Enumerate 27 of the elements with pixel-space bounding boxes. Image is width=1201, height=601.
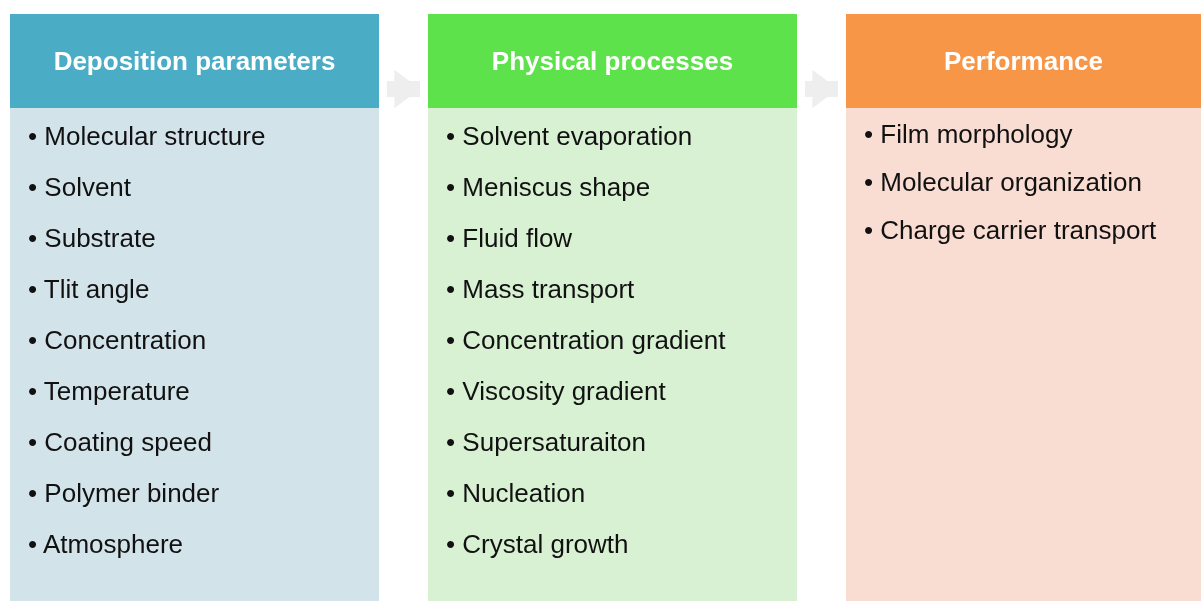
list-item: • Molecular structure bbox=[28, 119, 267, 153]
list-panel bbox=[10, 108, 379, 601]
list-panel bbox=[846, 108, 1201, 601]
list-item: • Nucleation bbox=[446, 476, 587, 510]
list-item: • Temperature bbox=[28, 374, 191, 408]
list-item: • Coating speed bbox=[28, 425, 213, 459]
list-item: • Mass transport bbox=[446, 272, 636, 306]
list-item: • Charge carrier transport bbox=[864, 214, 1158, 247]
list-item: • Viscosity gradient bbox=[446, 374, 667, 408]
list-item: • Fluid flow bbox=[446, 221, 574, 255]
header-box: Deposition parameters bbox=[10, 14, 379, 108]
list-item: • Polymer binder bbox=[28, 476, 221, 510]
list-item: • Atmosphere bbox=[28, 527, 185, 561]
list-item: • Molecular organization bbox=[864, 166, 1143, 199]
list-item: • Supersaturaiton bbox=[446, 425, 647, 459]
list-item: • Substrate bbox=[28, 221, 157, 255]
list-panel bbox=[428, 108, 797, 601]
header-box: Physical processes bbox=[428, 14, 797, 108]
list-item: • Film morphology bbox=[864, 118, 1074, 151]
list-item: • Solvent bbox=[28, 170, 133, 204]
list-item: • Solvent evaporation bbox=[446, 119, 694, 153]
list-item: • Concentration gradient bbox=[446, 323, 727, 357]
list-item: • Crystal growth bbox=[446, 527, 630, 561]
list-item: • Concentration bbox=[28, 323, 208, 357]
header-box: Performance bbox=[846, 14, 1201, 108]
list-item: • Meniscus shape bbox=[446, 170, 652, 204]
list-item: • Tlit angle bbox=[28, 272, 151, 306]
